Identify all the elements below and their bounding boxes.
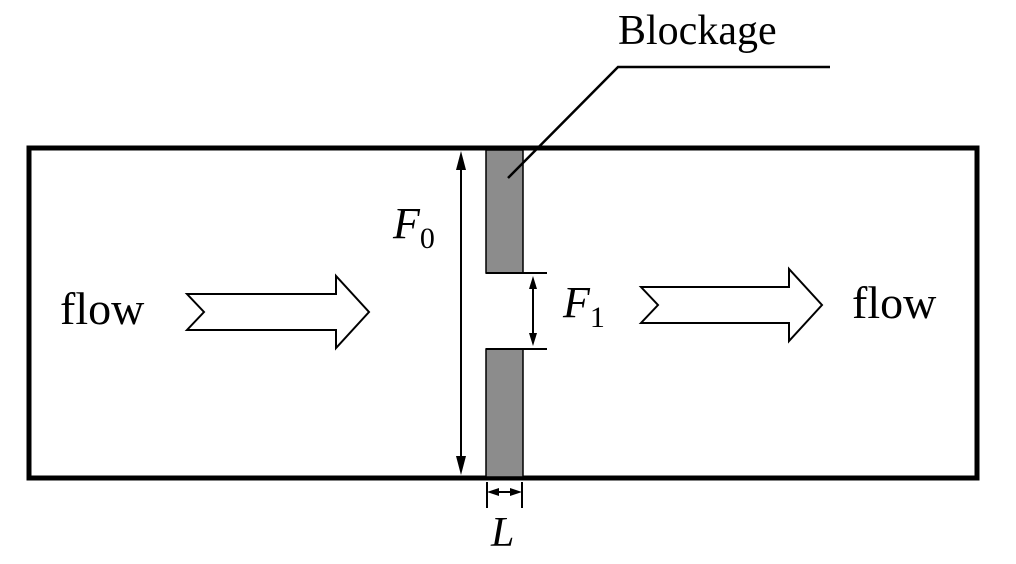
f1-label: F1 <box>563 278 605 333</box>
f1-arrowhead-down-icon <box>529 333 537 346</box>
f1-label-base: F <box>563 278 590 327</box>
l-arrowhead-left-icon <box>487 488 499 496</box>
f1-arrowhead-up-icon <box>529 276 537 289</box>
flow-label-left: flow <box>60 283 145 334</box>
l-arrowhead-right-icon <box>510 488 522 496</box>
blockage-leader-line <box>507 65 830 179</box>
length-label: L <box>491 510 515 556</box>
f1-label-subscript: 1 <box>589 300 605 334</box>
channel-outline <box>26 145 980 481</box>
flow-arrow-right-icon <box>638 266 824 344</box>
f0-label-subscript: 0 <box>419 221 435 255</box>
f0-label-base: F <box>393 199 420 248</box>
f0-arrowhead-up-icon <box>456 151 466 170</box>
f0-arrowhead-down-icon <box>456 456 466 475</box>
blockage-label: Blockage <box>618 8 777 54</box>
flow-label-right: flow <box>852 277 937 328</box>
f0-label: F0 <box>393 199 435 254</box>
flow-arrow-left-icon <box>184 273 371 351</box>
blockage-bottom-plate <box>485 348 524 478</box>
